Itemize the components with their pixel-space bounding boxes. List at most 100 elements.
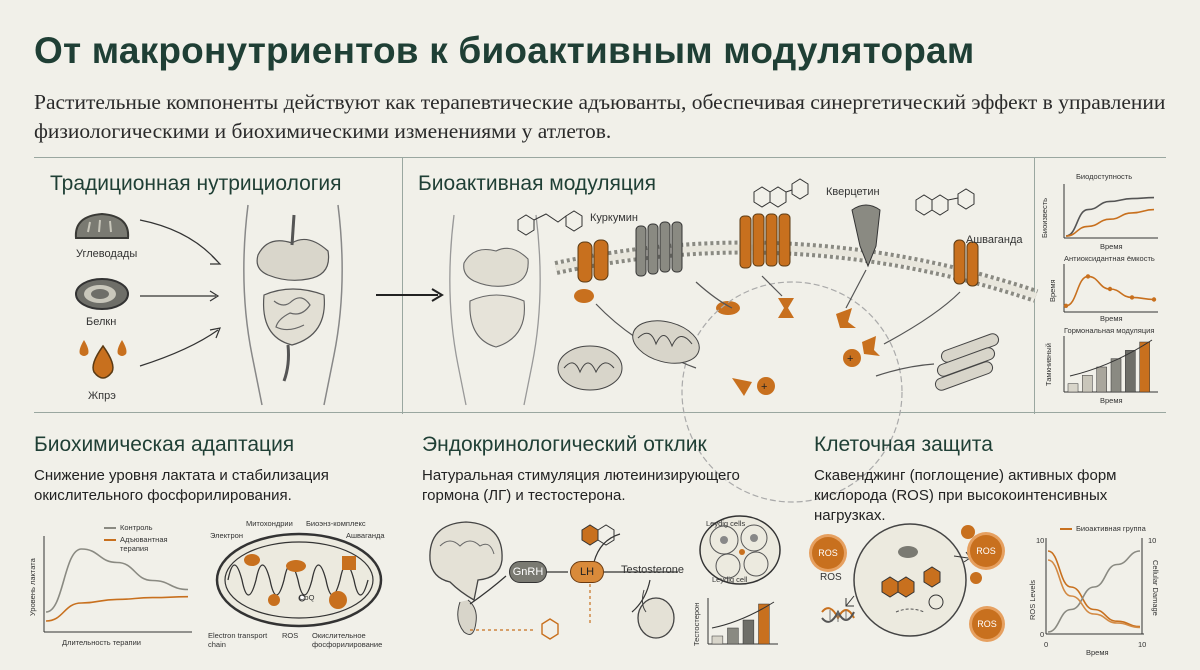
lactate-xlabel: Длительность терапии <box>62 638 141 647</box>
legend-line <box>104 527 116 529</box>
tick-label: 0 <box>1044 640 1049 649</box>
protection-heading: Клеточная защита <box>814 433 993 456</box>
ros-xlabel: Время <box>1086 648 1109 657</box>
mito-label: Электрон <box>210 531 243 540</box>
endocrine-desc: Натуральная стимуляция лютеинизирующего … <box>422 467 740 504</box>
bar <box>1082 375 1093 393</box>
gnrh-node: GnRH <box>509 561 547 583</box>
legend-label: Контроль <box>120 523 153 532</box>
testosterone-chart <box>707 598 778 645</box>
divider <box>1034 158 1035 414</box>
data-point <box>1107 286 1113 292</box>
legend-label: Биоактивная группа <box>1076 524 1146 533</box>
mini-chart-title: Антиоксидантная ёмкость <box>1064 254 1155 263</box>
compound-label: Куркумин <box>590 212 638 224</box>
item-label: Жпрэ <box>88 390 116 402</box>
compound-label: Ашваганда <box>966 234 1023 246</box>
leydig-label: Leydig cell <box>712 575 748 584</box>
bar <box>758 603 770 645</box>
mito-label: Митохондрии <box>246 519 293 528</box>
ros-chart <box>1045 538 1144 635</box>
series-line <box>45 595 189 622</box>
bar <box>727 627 739 645</box>
lh-node: LH <box>570 561 604 583</box>
item-label: Белкн <box>86 316 117 328</box>
tick-label: 10 <box>1138 640 1147 649</box>
divider <box>402 158 403 414</box>
mini-chart-ylabel: Биоизвесть <box>1040 197 1049 238</box>
data-point <box>1063 303 1069 308</box>
item-label: Углеводады <box>76 248 138 260</box>
ros-badge: ROS <box>972 609 1002 639</box>
mini-chart-title: Гормональная модуляция <box>1064 326 1155 335</box>
endocrine-heading: Эндокринологический отклик <box>422 433 707 456</box>
bioactive-heading: Биоактивная модуляция <box>418 172 656 195</box>
testosterone-label: Testosterone <box>621 564 684 576</box>
biochem-heading: Биохимическая адаптация <box>34 433 295 456</box>
transition-arrow <box>376 288 444 302</box>
mini-chart-antioxidant <box>1063 264 1158 313</box>
bar <box>1110 358 1122 393</box>
tick-label: 10 <box>1148 536 1157 545</box>
legend-label: Адъювантная терапия <box>120 535 168 553</box>
trend-arrow <box>711 601 775 629</box>
legend-line <box>1060 528 1072 530</box>
mito-label: Electron transport chain <box>208 631 268 649</box>
bar <box>711 635 724 645</box>
mito-label: ROS <box>282 631 299 640</box>
bar <box>1125 350 1136 393</box>
mito-label: Ашваганда <box>346 531 385 540</box>
lactate-ylabel: Уровень лактата <box>28 558 37 616</box>
brain-pituitary-illustration <box>429 521 503 635</box>
bar <box>1067 383 1079 393</box>
mito-label: CoQ <box>299 593 315 602</box>
mini-chart-title: Биодоступность <box>1076 172 1133 181</box>
arrows-to-body <box>139 219 222 367</box>
endocrine-arrows <box>469 533 678 631</box>
svg-text:+: + <box>847 353 853 365</box>
ros-ylabel-right: Cellular Damage <box>1151 560 1160 616</box>
testis-illustration <box>637 589 675 639</box>
molecule-structure <box>541 618 559 640</box>
series-line <box>1047 550 1141 628</box>
oil-drops-icon <box>79 340 127 379</box>
trend-arrow <box>1069 339 1153 377</box>
testosterone-ylabel: Тестостерон <box>692 602 701 646</box>
mini-chart-xlabel: Время <box>1100 242 1123 251</box>
cell-protection-illustration <box>821 523 982 637</box>
ros-badge: ROS <box>812 537 844 569</box>
mini-chart-ylabel: Тамкнивный <box>1044 343 1053 386</box>
series-line <box>1065 196 1155 237</box>
mito-label: Окислительное фосфорилирование <box>312 631 383 649</box>
meat-icon <box>75 278 129 310</box>
mini-chart-ylabel: Время <box>1048 279 1057 302</box>
series-line <box>45 548 189 613</box>
lactate-chart <box>43 536 192 633</box>
data-point <box>1129 295 1135 300</box>
page-title: От макронутриентов к биоактивным модулят… <box>34 30 975 71</box>
ros-badge: ROS <box>970 535 1002 567</box>
molecule-structure <box>753 178 809 208</box>
biochem-desc: Снижение уровня лактата и стабилизация о… <box>34 467 329 504</box>
mini-chart-xlabel: Время <box>1100 314 1123 323</box>
page-subtitle: Растительные компоненты действуют как те… <box>34 90 1166 143</box>
bar <box>742 619 755 645</box>
cell-membrane-illustration: + + <box>554 204 1039 503</box>
traditional-heading: Традиционная нутрициология <box>50 172 342 195</box>
digestive-system-illustration <box>243 204 343 406</box>
data-point <box>1085 274 1091 279</box>
tick-label: 0 <box>1040 630 1045 639</box>
mini-chart-bioavailability <box>1063 184 1158 239</box>
ros-caption: ROS <box>820 572 842 583</box>
mitochondrion-illustration <box>215 532 383 628</box>
legend-line <box>104 539 116 541</box>
protection-desc: Скавенджинг (поглощение) активных форм к… <box>814 467 1117 524</box>
series-line <box>1047 559 1141 629</box>
top-panel-row <box>34 157 1166 414</box>
molecule-structure <box>517 210 583 236</box>
data-point <box>1151 297 1157 302</box>
leydig-label: Leydig cells <box>706 519 746 528</box>
svg-text:+: + <box>761 381 767 393</box>
compound-label: Кверцетин <box>826 186 880 198</box>
series-line <box>1047 550 1141 633</box>
